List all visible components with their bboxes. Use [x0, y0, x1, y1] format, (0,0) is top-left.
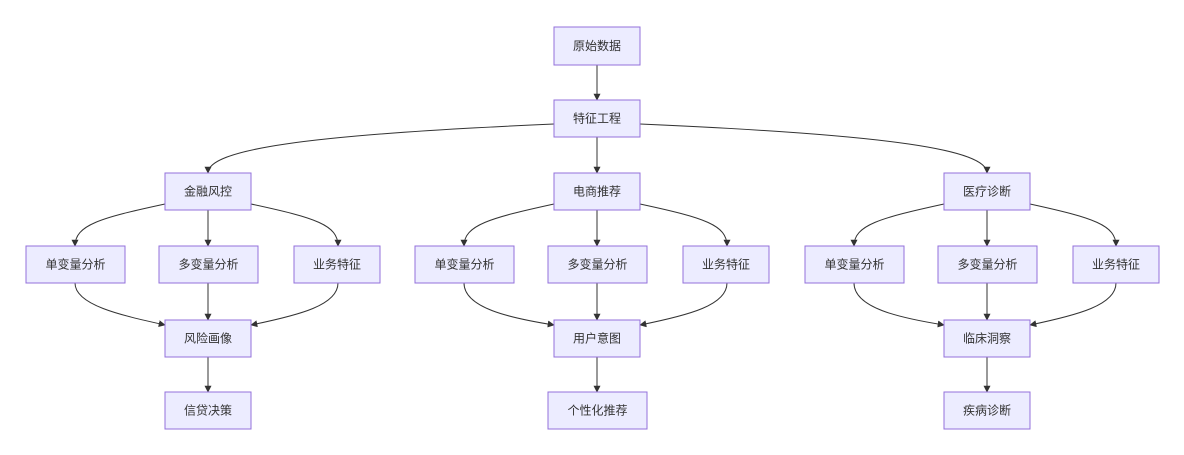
edge-med-biz: [1029, 203, 1120, 247]
node-label: 业务特征: [1092, 257, 1140, 272]
edge-fin-biz-profile: [250, 282, 339, 328]
node-ecom-multivariate: 多变量分析: [547, 245, 648, 284]
node-medical-diagnosis: 医疗诊断: [943, 172, 1031, 211]
edge-ecom-biz: [639, 203, 731, 247]
node-med-business: 业务特征: [1072, 245, 1160, 284]
node-med-univariate: 单变量分析: [804, 245, 905, 284]
edge-fin-uni: [71, 203, 166, 247]
node-label: 多变量分析: [567, 257, 627, 272]
node-fin-business: 业务特征: [293, 245, 381, 284]
edge-fin-uni-profile: [74, 282, 166, 328]
edge-ecom-uni-intent: [463, 282, 555, 328]
node-label: 原始数据: [573, 38, 621, 53]
node-raw-data: 原始数据: [553, 26, 641, 66]
node-label: 特征工程: [573, 111, 621, 126]
node-ecommerce-rec: 电商推荐: [553, 172, 641, 211]
node-credit-decision: 信贷决策: [164, 391, 252, 430]
node-label: 单变量分析: [45, 257, 105, 272]
node-feature-engineering: 特征工程: [553, 99, 641, 138]
edges: [71, 65, 1120, 393]
node-label: 业务特征: [313, 257, 361, 272]
edge-fe-med: [639, 123, 991, 174]
node-ecom-univariate: 单变量分析: [414, 245, 515, 284]
edge-med-uni-insight: [853, 282, 945, 328]
node-fin-multivariate: 多变量分析: [158, 245, 259, 284]
node-user-intent: 用户意图: [553, 319, 641, 358]
node-personalized-rec: 个性化推荐: [547, 391, 648, 430]
node-label: 临床洞察: [963, 332, 1011, 346]
node-clinical-insight: 临床洞察: [943, 319, 1031, 358]
node-label: 电商推荐: [573, 184, 621, 199]
edge-ecom-uni: [460, 203, 555, 247]
node-label: 单变量分析: [824, 257, 884, 272]
node-label: 风险画像: [184, 331, 232, 346]
node-finance-risk: 金融风控: [164, 172, 252, 211]
node-med-multivariate: 多变量分析: [937, 245, 1038, 284]
node-label: 多变量分析: [178, 257, 238, 272]
node-fin-univariate: 单变量分析: [25, 245, 126, 284]
node-label: 医疗诊断: [963, 184, 1011, 199]
node-label: 单变量分析: [434, 257, 494, 272]
node-label: 疾病诊断: [963, 403, 1011, 418]
node-label: 个性化推荐: [567, 404, 627, 418]
edge-med-uni: [850, 203, 945, 247]
edge-fin-biz: [250, 203, 342, 247]
node-disease-diagnosis: 疾病诊断: [943, 391, 1031, 430]
node-label: 信贷决策: [184, 404, 232, 418]
edge-fe-fin: [204, 123, 555, 174]
node-label: 多变量分析: [957, 257, 1017, 272]
edge-med-biz-insight: [1029, 282, 1117, 328]
node-label: 金融风控: [184, 184, 232, 199]
node-ecom-business: 业务特征: [682, 245, 770, 284]
node-risk-profile: 风险画像: [164, 319, 252, 358]
edge-ecom-biz-intent: [639, 282, 728, 328]
node-label: 业务特征: [702, 257, 750, 272]
node-label: 用户意图: [573, 331, 621, 346]
